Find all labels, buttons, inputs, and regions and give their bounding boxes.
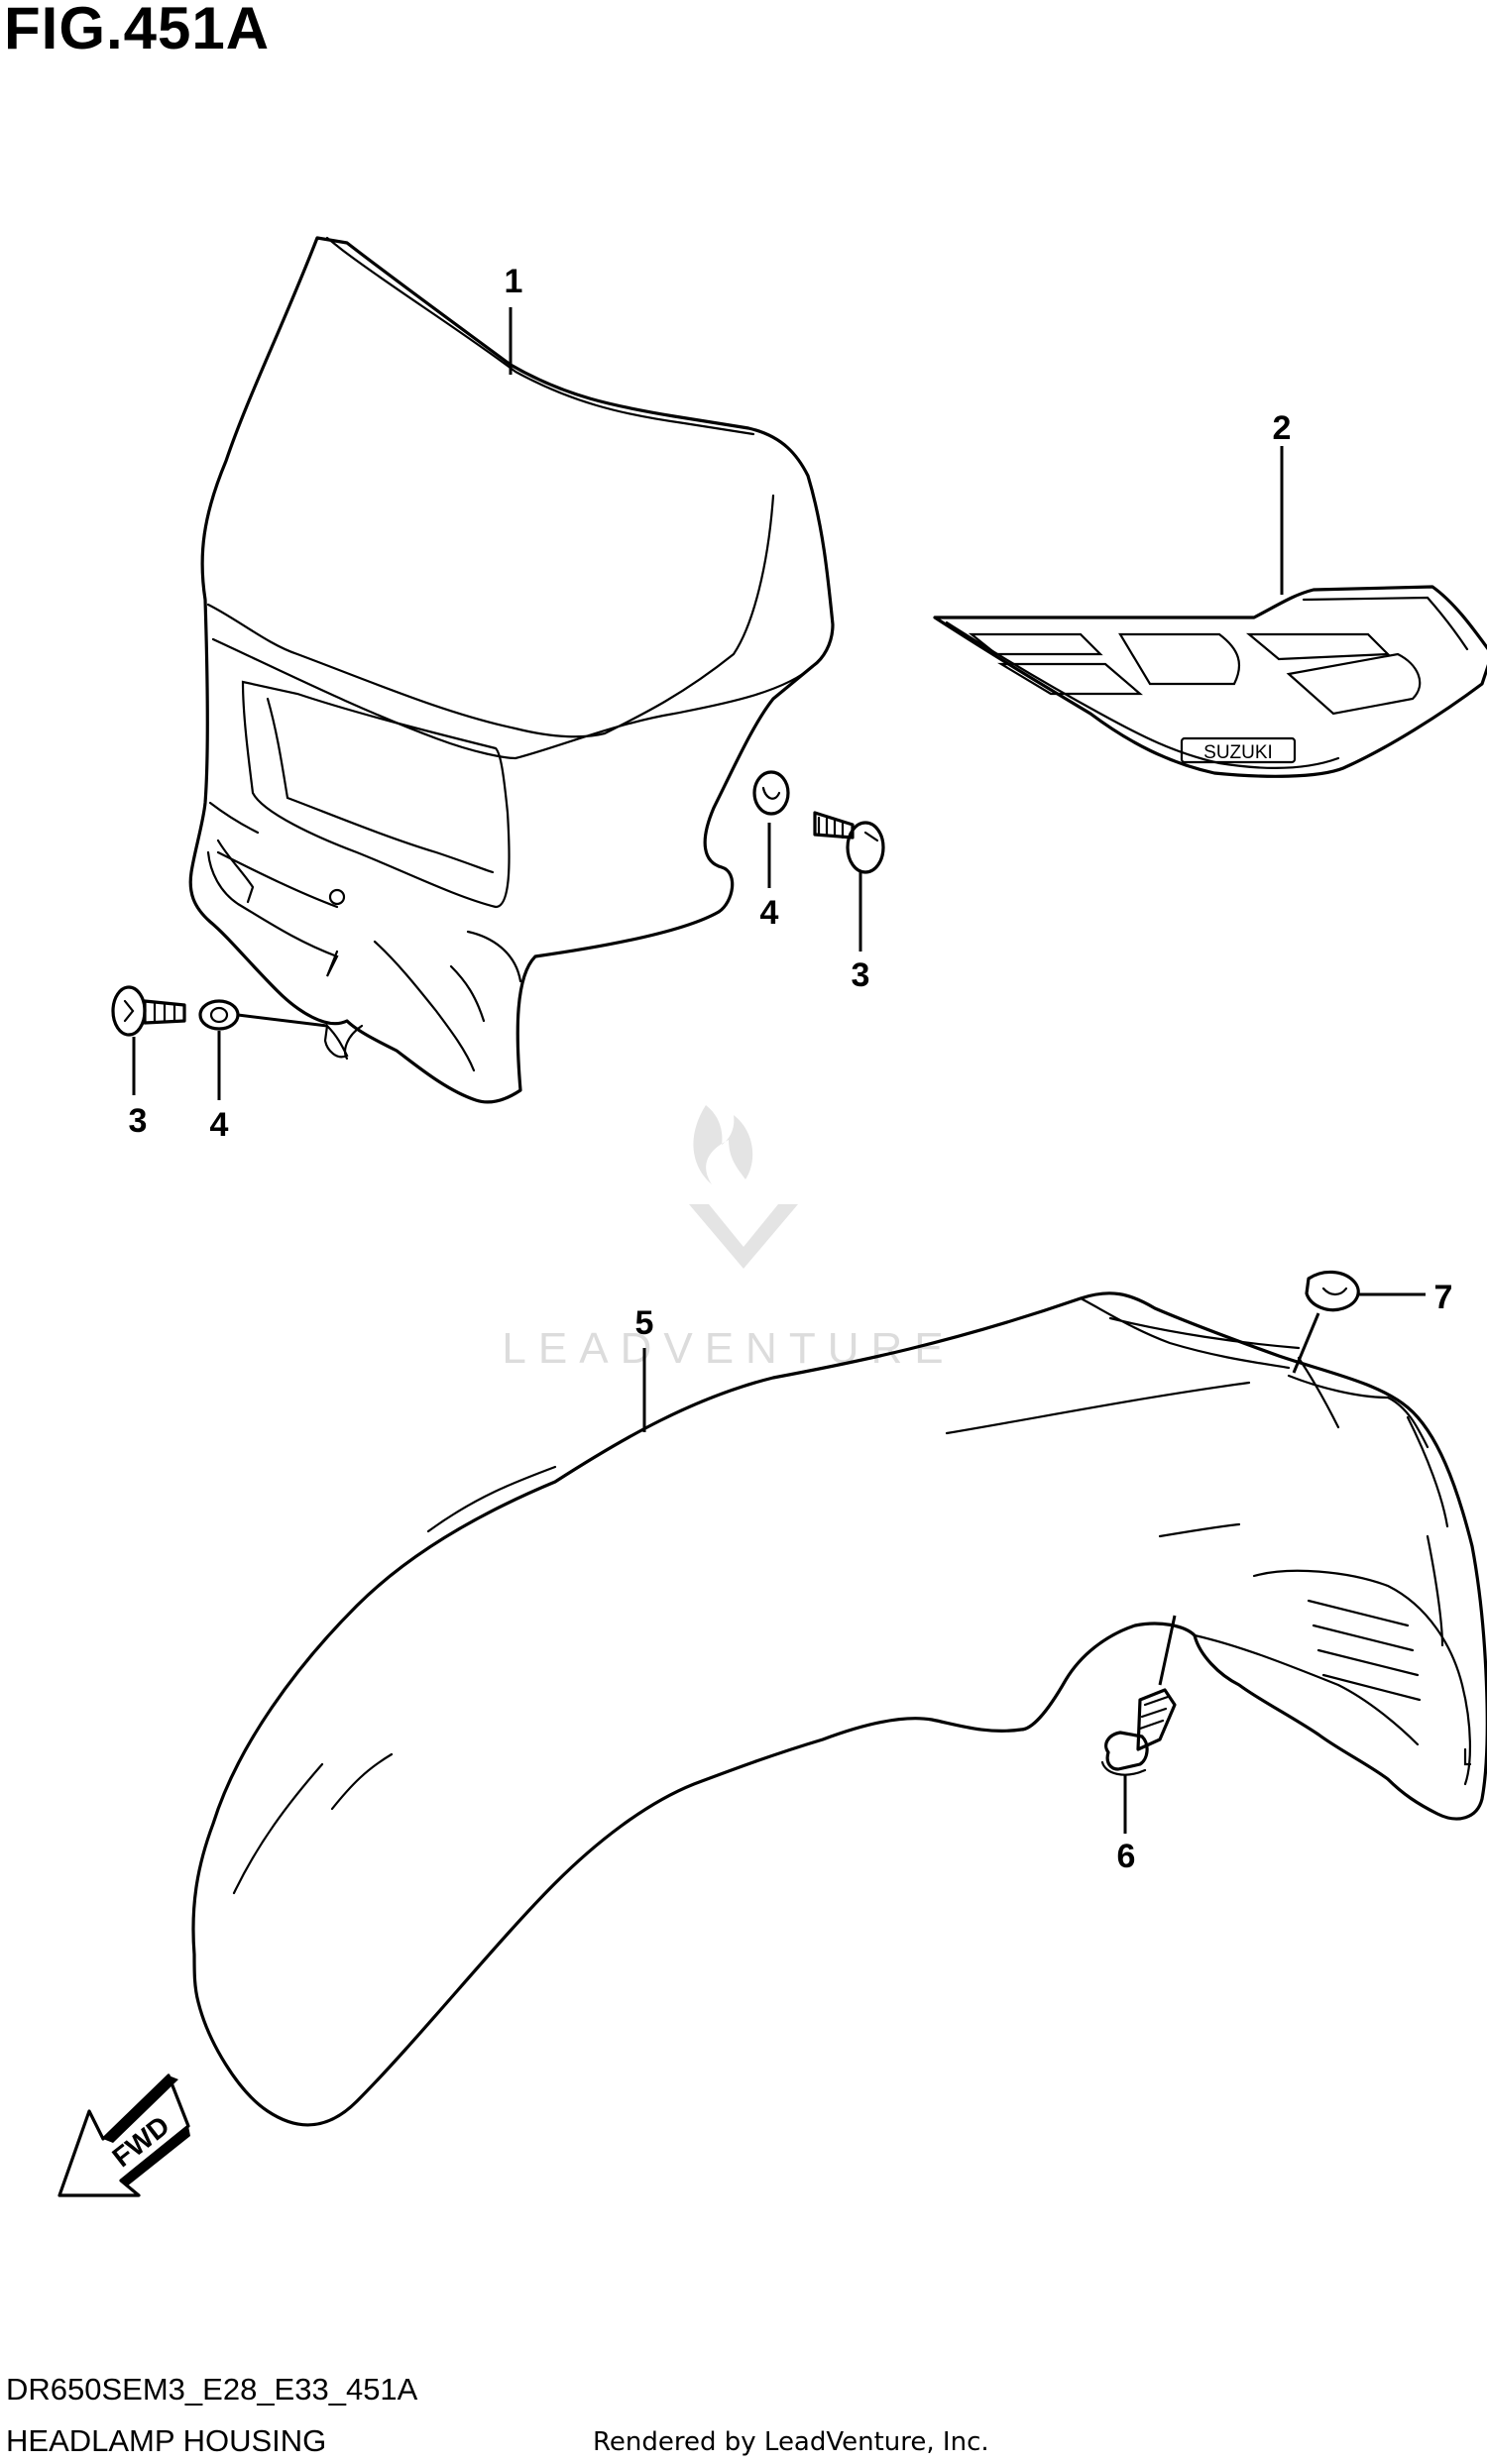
callout-2: 2 — [1273, 409, 1292, 447]
screw-left-part — [111, 985, 186, 1037]
callout-3-right: 3 — [852, 956, 870, 994]
decal-part: SUZUKI — [933, 585, 1487, 778]
callout-5: 5 — [635, 1304, 654, 1342]
watermark-logo-icon — [689, 1105, 798, 1269]
callout-4-left: 4 — [210, 1106, 229, 1144]
decal-brand-text: SUZUKI — [1203, 742, 1273, 763]
callout-4-right: 4 — [760, 894, 779, 932]
diagram-code: DR650SEM3_E28_E33_451A — [6, 2372, 418, 2407]
diagram-name: HEADLAMP HOUSING — [6, 2423, 327, 2458]
watermark: LEADVENTURE — [502, 1105, 955, 1373]
callout-7: 7 — [1434, 1279, 1453, 1316]
fender-bolt-part — [1100, 1688, 1177, 1776]
fender-grommet-part — [1305, 1270, 1360, 1312]
watermark-text: LEADVENTURE — [502, 1324, 955, 1373]
front-fender-part — [191, 1291, 1487, 2127]
screw-right-part — [813, 811, 885, 874]
headlamp-housing-part — [188, 236, 835, 1104]
callout-1: 1 — [505, 263, 523, 300]
grommet-left-part — [198, 999, 240, 1031]
render-credit: Rendered by LeadVenture, Inc. — [593, 2427, 989, 2457]
figure-title: FIG.451A — [4, 0, 271, 61]
callout-6: 6 — [1117, 1838, 1136, 1875]
grommet-right-part — [752, 770, 790, 816]
leader-lines — [132, 307, 1426, 1834]
forward-direction-arrow: FWD — [57, 2073, 190, 2197]
callout-3-left: 3 — [129, 1102, 148, 1140]
